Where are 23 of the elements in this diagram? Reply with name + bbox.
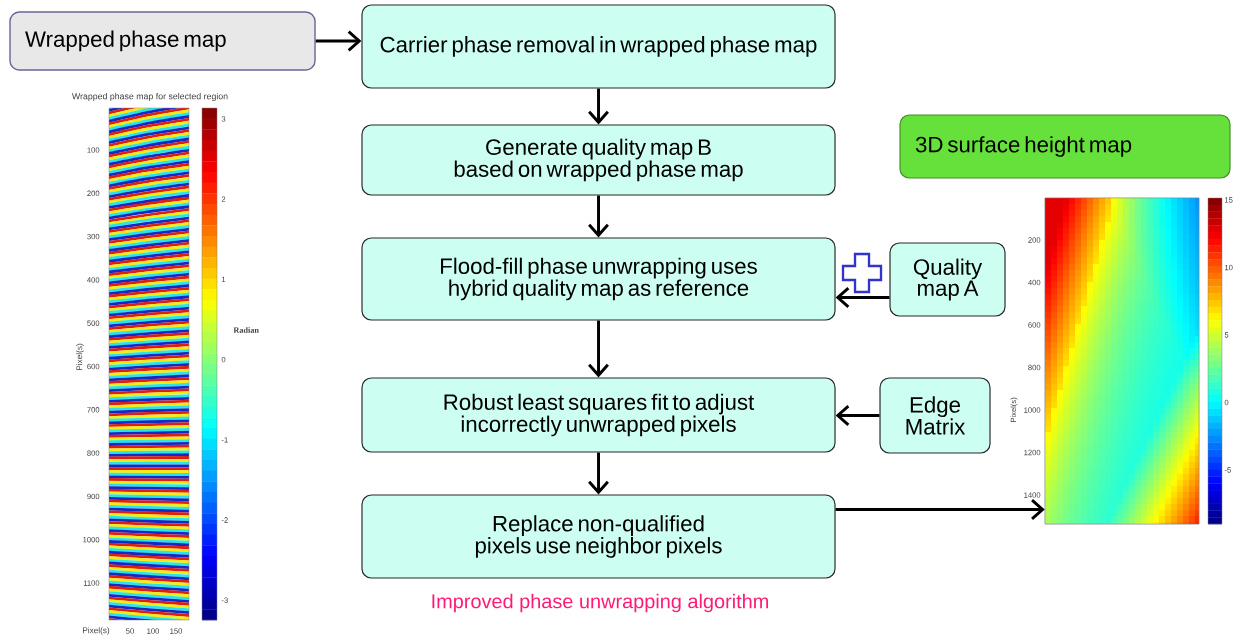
axis-label: Pixel(s)	[76, 343, 84, 370]
input-box: Wrapped phase map	[9, 11, 316, 71]
title-box: 3D surface height map	[899, 114, 1231, 179]
process-box: Replace non-qualified pixels use neighbor pixels	[361, 494, 836, 579]
arrow	[835, 499, 1045, 520]
arrow	[588, 195, 609, 238]
heatmap-drawing	[1044, 197, 1200, 525]
arrow	[588, 320, 609, 378]
arrow	[835, 405, 880, 426]
process-box: Robust least squares fit to adjust incorrectly unwrapped pixels	[361, 377, 836, 453]
process-box: Quality map A	[889, 242, 1006, 317]
colorbar-label: Radian	[233, 327, 259, 333]
process-box: Carrier phase removal in wrapped phase map	[361, 4, 836, 89]
process-box: Edge Matrix	[879, 377, 991, 454]
chart-title: Wrapped phase map for selected region	[71, 92, 228, 102]
arrow	[835, 287, 890, 308]
process-box: Generate quality map B based on wrapped phase map	[361, 124, 836, 196]
process-box: Flood-fill phase unwrapping uses hybrid quality map as reference	[361, 237, 836, 321]
axis-label: Pixel(s)	[83, 627, 110, 635]
arrow	[588, 452, 609, 495]
caption: Improved phase unwrapping algorithm	[432, 593, 768, 613]
arrow	[315, 30, 362, 52]
arrow	[588, 88, 609, 125]
